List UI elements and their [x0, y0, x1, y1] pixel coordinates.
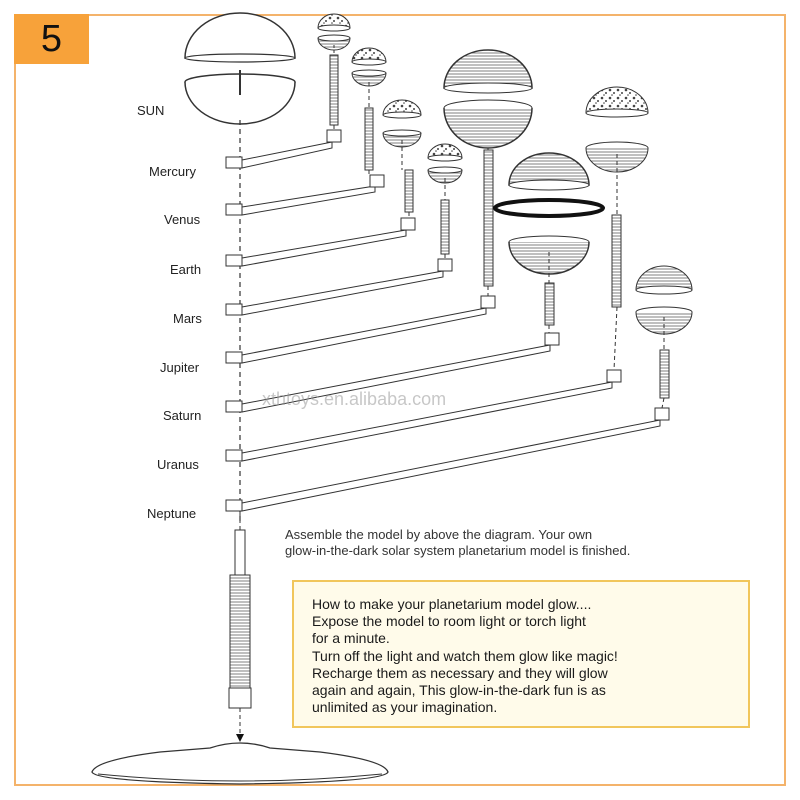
- planet-label-jupiter: Jupiter: [160, 360, 200, 375]
- arm-saturn: [225, 332, 560, 413]
- planet-earth-model: [382, 99, 422, 213]
- note-line: for a minute.: [312, 630, 390, 647]
- planet-venus-model: [351, 47, 387, 171]
- guide-lines: [333, 82, 665, 409]
- arm-venus: [225, 174, 385, 216]
- page-frame: [14, 14, 786, 786]
- arm-mercury: [225, 129, 342, 169]
- watermark: xthtoys.en.alibaba.com: [262, 389, 446, 409]
- note-line: again and again, This glow-in-the-dark f…: [312, 682, 606, 699]
- arm-neptune: [225, 407, 670, 512]
- note-line: Expose the model to room light or torch …: [312, 613, 586, 630]
- arm-mars: [225, 258, 453, 316]
- arm-uranus: [225, 369, 622, 462]
- note-line: unlimited as your imagination.: [312, 699, 498, 716]
- planet-label-uranus: Uranus: [157, 457, 199, 472]
- arm-jupiter: [225, 295, 496, 364]
- sun-model: [184, 12, 296, 125]
- caption-line: glow-in-the-dark solar system planetariu…: [285, 543, 631, 558]
- note-line: Turn off the light and watch them glow l…: [312, 647, 618, 664]
- note-line: Recharge them as necessary and they will…: [312, 664, 608, 681]
- sun-label: SUN: [137, 103, 164, 118]
- planet-label-mercury: Mercury: [149, 164, 196, 179]
- assembly-caption: Assemble the model by above the diagram.…: [285, 527, 755, 559]
- planet-label-neptune: Neptune: [147, 506, 196, 521]
- planet-label-mars: Mars: [173, 311, 202, 326]
- planet-labels: Mercury Venus Earth Mars Jupiter Saturn …: [147, 164, 202, 521]
- planet-jupiter-model: [443, 49, 533, 287]
- planet-neptune-model: [635, 265, 693, 399]
- planet-label-saturn: Saturn: [163, 408, 201, 423]
- planet-mars-model: [427, 143, 463, 255]
- glow-instructions-note: How to make your planetarium model glow.…: [292, 580, 750, 728]
- planet-mercury-model: [317, 13, 351, 126]
- planet-label-venus: Venus: [164, 212, 201, 227]
- stand: [91, 512, 389, 785]
- note-line: How to make your planetarium model glow.…: [312, 596, 592, 612]
- step-number-badge: 5: [14, 14, 89, 64]
- arm-earth: [225, 217, 416, 267]
- planet-label-earth: Earth: [170, 262, 201, 277]
- caption-line: Assemble the model by above the diagram.…: [285, 527, 593, 542]
- planet-saturn-model: [493, 152, 605, 326]
